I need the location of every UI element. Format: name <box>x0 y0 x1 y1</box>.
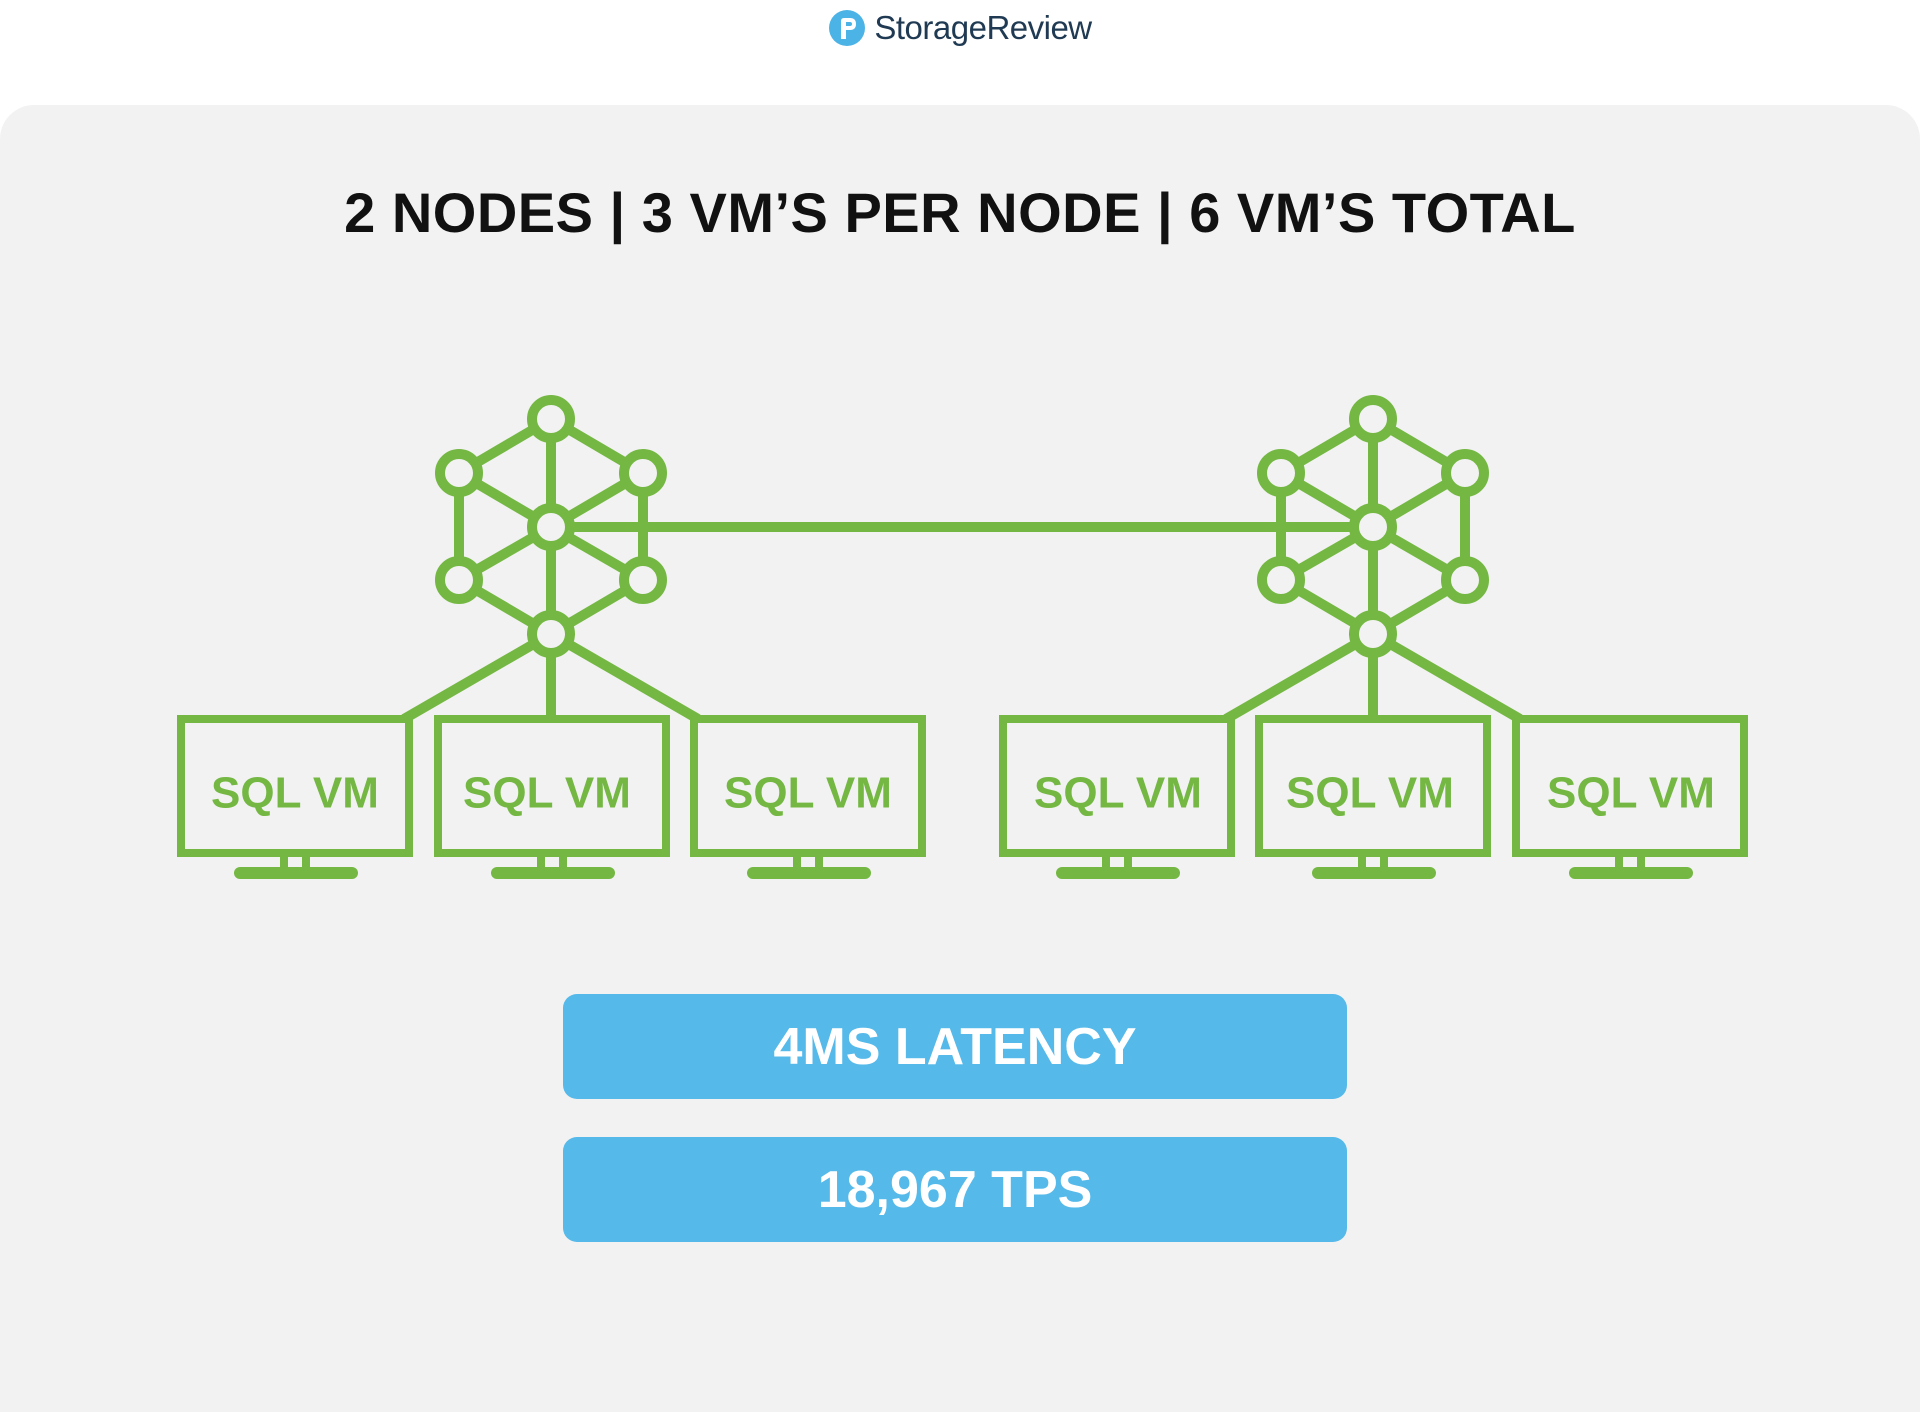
vm-monitor-6: SQL VM <box>1512 715 1748 879</box>
monitor-icon <box>177 715 413 879</box>
vm-label: SQL VM <box>1547 769 1715 818</box>
monitor-icon <box>1512 715 1748 879</box>
page-title: 2 NODES | 3 VM’S PER NODE | 6 VM’S TOTAL <box>344 181 1576 244</box>
brand-logo: StorageReview <box>0 0 1920 60</box>
storagereview-logo-icon <box>829 10 866 46</box>
monitor-icon <box>1255 715 1491 879</box>
brand-name: StorageReview <box>874 9 1092 46</box>
vm-monitor-1: SQL VM <box>177 715 413 879</box>
vm-label: SQL VM <box>1286 769 1454 818</box>
node-2: SQL VM SQL VM SQL VM <box>999 395 1748 879</box>
vm-label: SQL VM <box>1034 769 1202 818</box>
tps-stat: 18,967 TPS <box>563 1137 1347 1242</box>
cluster-node-icon <box>401 395 701 724</box>
node-1: SQL VM SQL VM SQL VM <box>177 395 926 879</box>
vm-monitor-4: SQL VM <box>999 715 1235 879</box>
monitor-icon <box>434 715 670 879</box>
vm-label: SQL VM <box>724 769 892 818</box>
vm-label: SQL VM <box>211 769 379 818</box>
monitor-icon <box>690 715 926 879</box>
vm-monitor-3: SQL VM <box>690 715 926 879</box>
vm-monitor-2: SQL VM <box>434 715 670 879</box>
vm-label: SQL VM <box>463 769 631 818</box>
vm-monitor-5: SQL VM <box>1255 715 1491 879</box>
latency-stat: 4MS LATENCY <box>563 994 1347 1099</box>
cluster-node-icon <box>1223 395 1523 724</box>
monitor-icon <box>999 715 1235 879</box>
